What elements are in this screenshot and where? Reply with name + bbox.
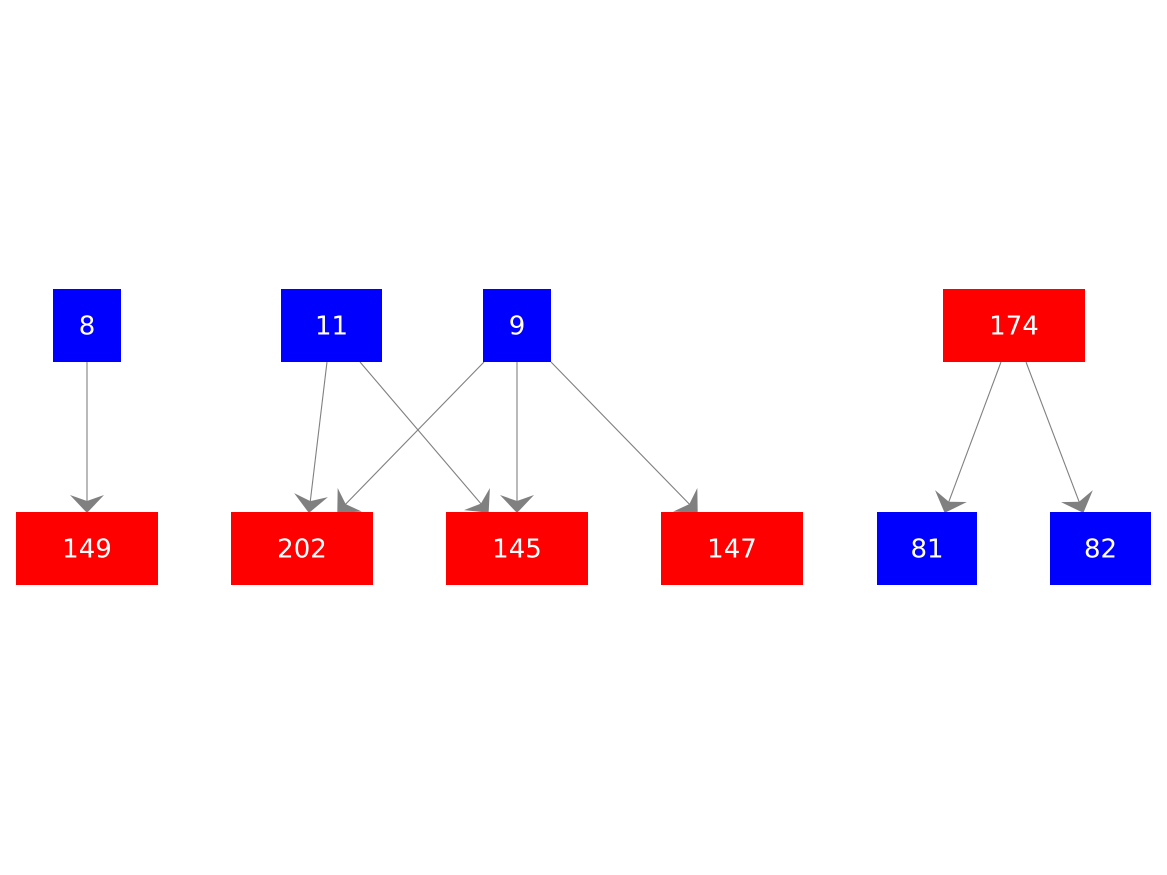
node-label-9: 9 [509,312,526,342]
node-label-145: 145 [492,535,542,565]
node-8: 8 [53,289,121,362]
edge-9-to-202 [337,361,485,513]
edge-9-to-147 [550,361,698,513]
node-box-8 [53,289,121,362]
edge-11-to-145 [359,361,490,513]
node-label-11: 11 [315,312,348,342]
node-149: 149 [16,512,158,585]
node-box-82 [1050,512,1151,585]
edge-11-to-202 [294,361,328,513]
edge-174-to-82 [1025,361,1093,513]
node-202: 202 [231,512,373,585]
node-box-145 [446,512,588,585]
node-label-82: 82 [1084,535,1117,565]
node-label-147: 147 [707,535,757,565]
node-box-147 [661,512,803,585]
node-box-149 [16,512,158,585]
node-82: 82 [1050,512,1151,585]
node-9: 9 [483,289,551,362]
node-box-81 [877,512,977,585]
node-label-81: 81 [910,535,943,565]
node-label-202: 202 [277,535,327,565]
edges-layer [70,361,1093,513]
node-box-174 [943,289,1085,362]
node-label-174: 174 [989,312,1039,342]
edge-174-to-81 [935,361,1002,513]
node-11: 11 [281,289,382,362]
node-label-149: 149 [62,535,112,565]
node-81: 81 [877,512,977,585]
node-174: 174 [943,289,1085,362]
node-145: 145 [446,512,588,585]
node-box-11 [281,289,382,362]
node-147: 147 [661,512,803,585]
nodes-layer: 8 11 9 174 149 202 145 147 81 82 [16,289,1151,585]
node-box-9 [483,289,551,362]
node-box-202 [231,512,373,585]
node-label-8: 8 [79,312,96,342]
